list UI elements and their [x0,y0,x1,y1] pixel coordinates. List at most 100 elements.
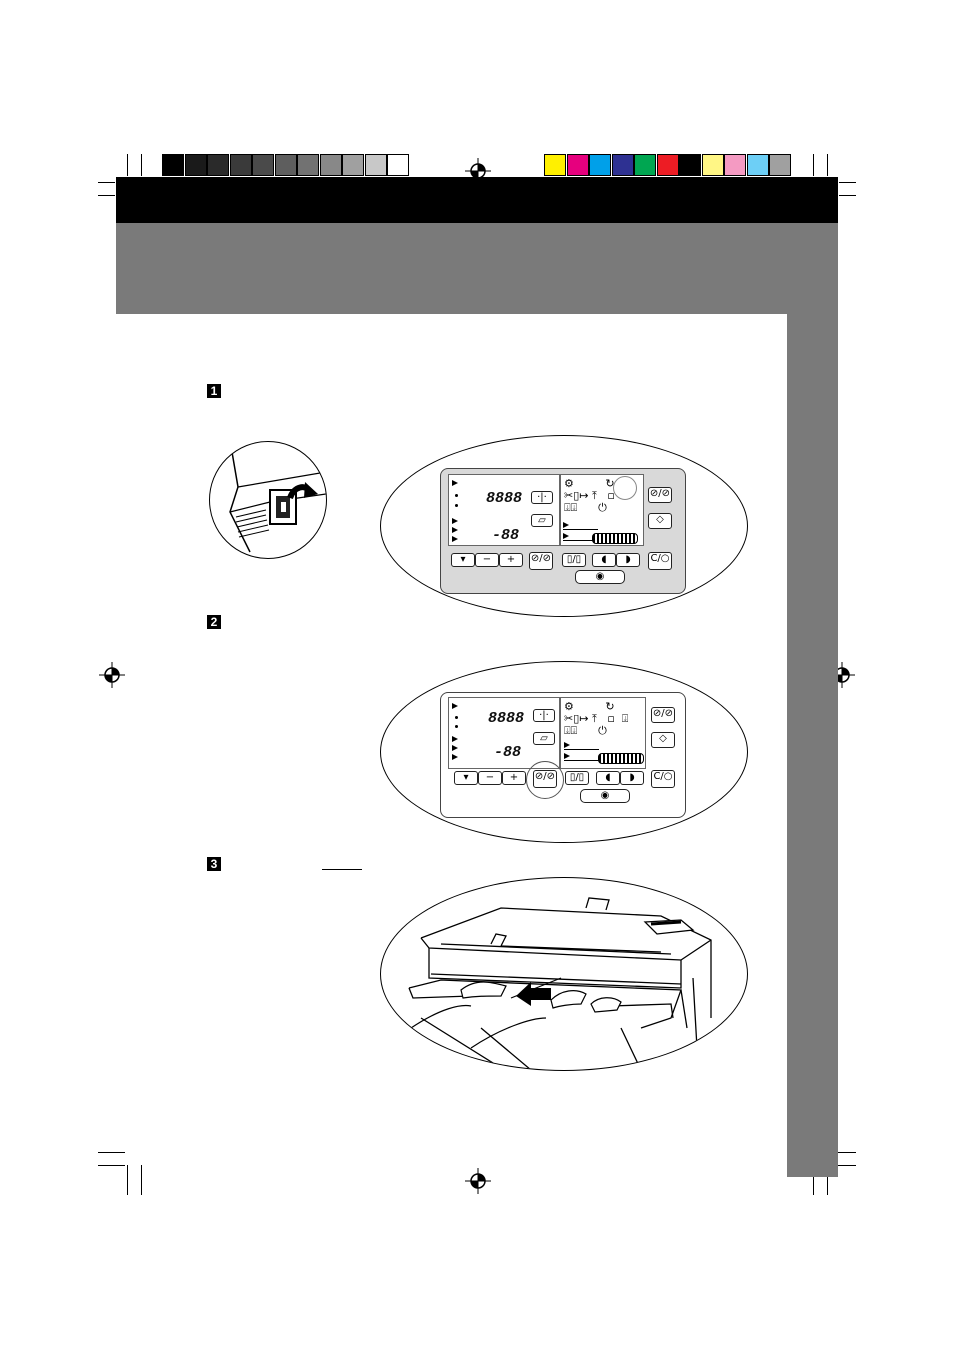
indicator-arrow [564,753,570,759]
color-swatch [297,154,319,176]
highlight-circle [526,761,564,799]
crop-mark-icon [127,1165,128,1195]
ratio-button[interactable]: ·|· [531,491,553,504]
down-button[interactable]: ▾ [451,553,475,567]
copier-illustration-oval [380,877,748,1071]
paper-select-button[interactable]: ▯/▯ [565,771,589,785]
paper-button[interactable]: ▱ [533,732,555,745]
darker-button[interactable]: ◗ [616,553,640,567]
crop-mark-icon [98,182,115,183]
color-swatch [387,154,409,176]
copy-counter-display: 8888 [488,710,525,727]
copier-illustration-icon [408,897,712,1070]
indicator-arrow [452,703,458,709]
paper-button[interactable]: ▱ [531,514,553,527]
clear-stop-button[interactable]: C/○ [648,552,672,570]
plus-button[interactable]: + [502,771,526,785]
start-button[interactable]: ◇ [648,513,672,529]
cut-mode-button[interactable]: ⊘/⊘ [533,770,557,788]
density-scale [598,753,644,764]
indicator-dot [455,725,458,728]
step-number: 2 [207,615,221,629]
color-swatch [679,154,701,176]
status-icons: ⚙ ↻✂▯↦ ⤒ ▫ ⍗⍗⍗ ⏻ [564,700,629,737]
lighter-button[interactable]: ◖ [596,771,620,785]
indicator-dot [455,494,458,497]
crop-mark-icon [827,154,828,176]
crop-mark-icon [141,154,142,176]
white-spot [613,476,637,500]
indicator-arrow [563,522,569,528]
mode-button[interactable]: ⊘/⊘ [651,707,675,723]
indicator-arrow [452,754,458,760]
down-button[interactable]: ▾ [454,771,478,785]
color-swatch [589,154,611,176]
indicator-arrow [452,536,458,542]
copy-counter-display: 8888 [486,490,523,507]
crop-mark-icon [827,1165,828,1195]
indicator-arrow [452,745,458,751]
color-swatch [634,154,656,176]
header-black-band [116,177,838,223]
start-button[interactable]: ◇ [651,732,675,748]
cut-mode-button[interactable]: ⊘/⊘ [529,552,553,570]
crop-mark-icon [839,195,856,196]
crop-mark-icon [827,1152,856,1153]
density-scale [592,533,638,544]
lighter-button[interactable]: ◖ [592,553,616,567]
crop-mark-icon [813,154,814,176]
indicator-line [564,760,599,761]
color-swatch [364,154,387,176]
color-swatch [319,154,342,176]
clear-stop-button[interactable]: C/○ [651,770,675,788]
minus-button[interactable]: − [478,771,502,785]
color-swatch [566,154,589,176]
indicator-line [563,540,598,541]
color-swatch [252,154,274,176]
color-swatch [229,154,252,176]
indicator-dot [455,716,458,719]
crop-mark-icon [98,1152,125,1153]
indicator-arrow [452,736,458,742]
color-swatch [701,154,724,176]
crop-mark-icon [827,1165,856,1166]
registration-target-icon [465,1168,491,1194]
color-swatch [769,154,791,176]
registration-target-icon [99,662,125,688]
ratio-button[interactable]: ·|· [533,709,555,722]
sub-counter-display: -88 [494,744,522,761]
color-swatch [746,154,769,176]
color-swatch [184,154,207,176]
color-swatch [342,154,364,176]
indicator-line [564,749,599,750]
color-swatch [611,154,634,176]
crop-mark-icon [98,1165,125,1166]
underline-mark [322,869,362,870]
plus-button[interactable]: + [499,553,523,567]
color-swatch [207,154,229,176]
indicator-arrow [563,533,569,539]
indicator-arrow [564,742,570,748]
color-swatch [274,154,297,176]
indicator-arrow [452,518,458,524]
minus-button[interactable]: − [475,553,499,567]
crop-mark-icon [127,154,128,176]
sub-counter-display: -88 [492,527,520,544]
crop-mark-icon [141,1165,142,1195]
indicator-arrow [452,480,458,486]
indicator-line [563,529,598,530]
darker-button[interactable]: ◗ [620,771,644,785]
color-swatch [544,154,566,176]
side-tab [787,314,838,1177]
color-swatch [162,154,184,176]
mode-button[interactable]: ⊘/⊘ [648,487,672,503]
indicator-dot [455,504,458,507]
paper-select-button[interactable]: ▯/▯ [562,553,586,567]
crop-mark-icon [98,195,115,196]
display-window [448,474,560,546]
energy-saver-button[interactable]: ◉ [580,789,630,803]
color-swatch [724,154,746,176]
energy-saver-button[interactable]: ◉ [575,570,625,584]
power-switch-illustration [209,441,327,559]
color-swatch [656,154,679,176]
